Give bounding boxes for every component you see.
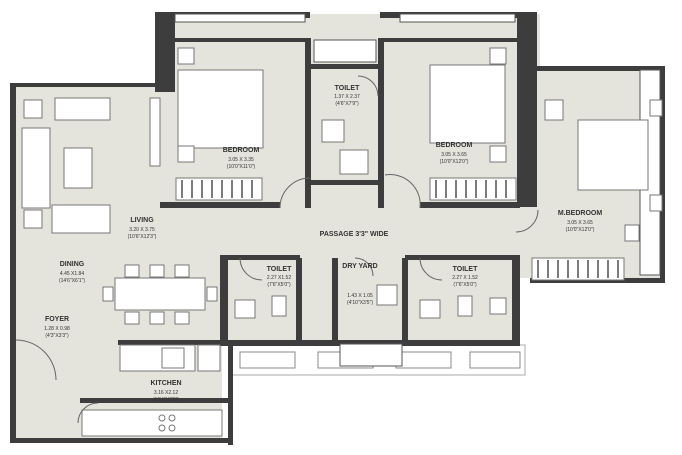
bed-2 bbox=[429, 47, 517, 201]
dry-yard-name: DRY YARD bbox=[342, 263, 377, 270]
toilet3-dim: 2.27 X 1.52 bbox=[452, 275, 478, 281]
door-swings bbox=[15, 75, 539, 424]
living-dim-imp: (10'6"X12'3") bbox=[128, 234, 157, 240]
master-bedroom-name: M.BEDROOM bbox=[558, 210, 603, 217]
kitchen-name: KITCHEN bbox=[150, 380, 181, 387]
toilet2-name: TOILET bbox=[267, 266, 292, 273]
foyer-name: FOYER bbox=[45, 316, 69, 323]
wardrobe-hatching bbox=[181, 180, 619, 278]
walls bbox=[10, 12, 665, 445]
living-dim: 3.20 X 3.75 bbox=[129, 227, 155, 233]
bed-1 bbox=[175, 47, 264, 201]
dining-dim: 4.45 X1.84 bbox=[60, 271, 84, 277]
kitchen-dim-imp: (10'4"X7'0") bbox=[153, 397, 179, 403]
living-name: LIVING bbox=[130, 217, 154, 224]
bedroom2-dim: 3.05 X 3.65 bbox=[441, 152, 467, 158]
toilet-top-name: TOILET bbox=[335, 85, 360, 92]
foyer-dim: 1.28 X 0.98 bbox=[44, 326, 70, 332]
dining-table bbox=[102, 264, 218, 325]
bedroom1-dim: 3.05 X 3.35 bbox=[228, 157, 254, 163]
sofa-set bbox=[21, 97, 161, 234]
dry-yard-dim-imp: (4'10"X3'5") bbox=[347, 300, 373, 306]
kitchen-dim: 3.16 X2.12 bbox=[154, 390, 178, 396]
dining-dim-imp: (14'6"X6'1") bbox=[59, 278, 85, 284]
dining-name: DINING bbox=[60, 261, 85, 268]
foyer-dim-imp: (4'3"X3'3") bbox=[45, 333, 69, 339]
master-bedroom-dim: 3.05 X 3.65 bbox=[567, 220, 593, 226]
toilet2-dim: 2.27 X1.52 bbox=[267, 275, 291, 281]
dry-yard-dim: 1.43 X 1.05 bbox=[347, 293, 373, 299]
master-bedroom-dim-imp: (10'0"X12'0") bbox=[566, 227, 595, 233]
bedroom2-dim-imp: (10'0"X12'0") bbox=[440, 159, 469, 165]
toilet-top-dim: 1.37 X 2.37 bbox=[334, 94, 360, 100]
kitchen-fixtures bbox=[81, 344, 223, 437]
passage-name: PASSAGE 3'3" WIDE bbox=[320, 231, 389, 238]
toilet3-dim-imp: (7'6"X5'0") bbox=[453, 282, 477, 288]
toilet2-dim-imp: (7'6"X5'0") bbox=[267, 282, 291, 288]
toilet-top-dim-imp: (4'6"X7'9") bbox=[335, 101, 359, 107]
room-labels: BEDROOM 3.05 X 3.35 (10'0"X11'0") TOILET… bbox=[44, 85, 602, 403]
toilet-fixtures bbox=[234, 119, 507, 319]
bedroom2-name: BEDROOM bbox=[436, 142, 473, 149]
bedroom1-name: BEDROOM bbox=[223, 147, 260, 154]
bedroom1-dim-imp: (10'0"X11'0") bbox=[227, 164, 256, 170]
toilet3-name: TOILET bbox=[453, 266, 478, 273]
